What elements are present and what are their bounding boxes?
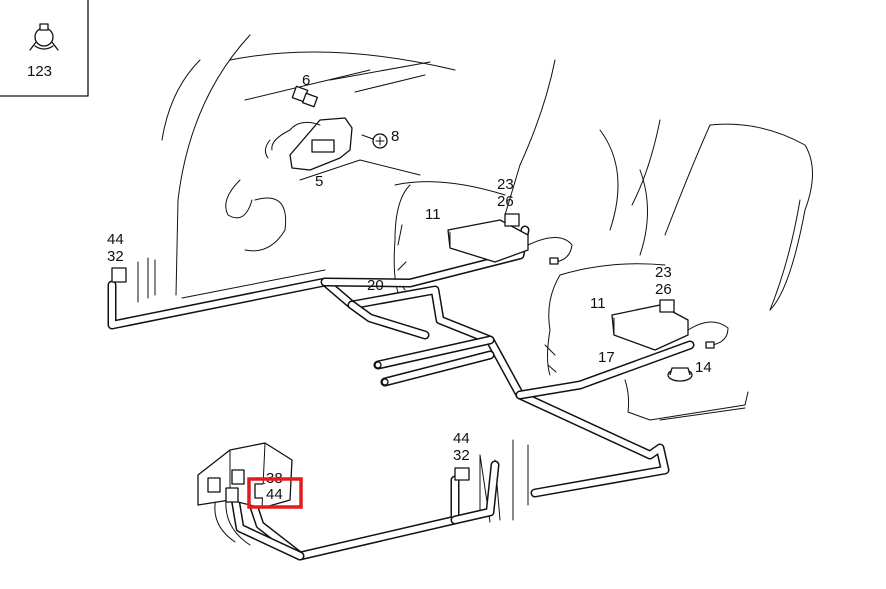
callout-fusebox-44: 44	[266, 486, 283, 503]
callout-harness-lower-17: 17	[598, 349, 615, 366]
callout-module-lower-23: 23	[655, 264, 672, 281]
callout-connector-left-bottom: 32	[107, 248, 124, 265]
callout-module-lower-26: 26	[655, 281, 672, 298]
callout-screw: 8	[391, 128, 399, 145]
hose-clamp-icon	[29, 23, 59, 51]
callout-connector-right-top: 44	[453, 430, 470, 447]
callout-module-upper-11: 11	[425, 206, 441, 223]
callout-module-upper-26: 26	[497, 193, 514, 210]
callout-harness-upper-20: 20	[367, 277, 384, 294]
callout-module-lower-11: 11	[590, 295, 606, 312]
lower-control-module	[611, 299, 729, 351]
grommet-icon	[667, 367, 693, 382]
upper-control-module	[447, 213, 573, 265]
callout-connector-right-bottom: 32	[453, 447, 470, 464]
screw-icon	[361, 133, 388, 149]
callout-bracket: 5	[315, 173, 323, 190]
sensor-assembly	[264, 85, 388, 171]
callout-labels: 6 5 8 44 32 23 26 11 20 23 26 11 17 14 4…	[107, 72, 712, 503]
callout-module-upper-23: 23	[497, 176, 514, 193]
vehicle-body-outline	[161, 34, 813, 523]
legend-box: 123	[0, 0, 89, 97]
connector-right	[454, 454, 481, 511]
main-harness	[107, 225, 695, 561]
highlight-box	[247, 477, 303, 509]
connector-left	[111, 257, 156, 303]
callout-connector-left-top: 44	[107, 231, 124, 248]
legend-part-number: 123	[27, 63, 52, 80]
callout-sensor: 6	[302, 72, 310, 89]
callout-grommet: 14	[695, 359, 712, 376]
